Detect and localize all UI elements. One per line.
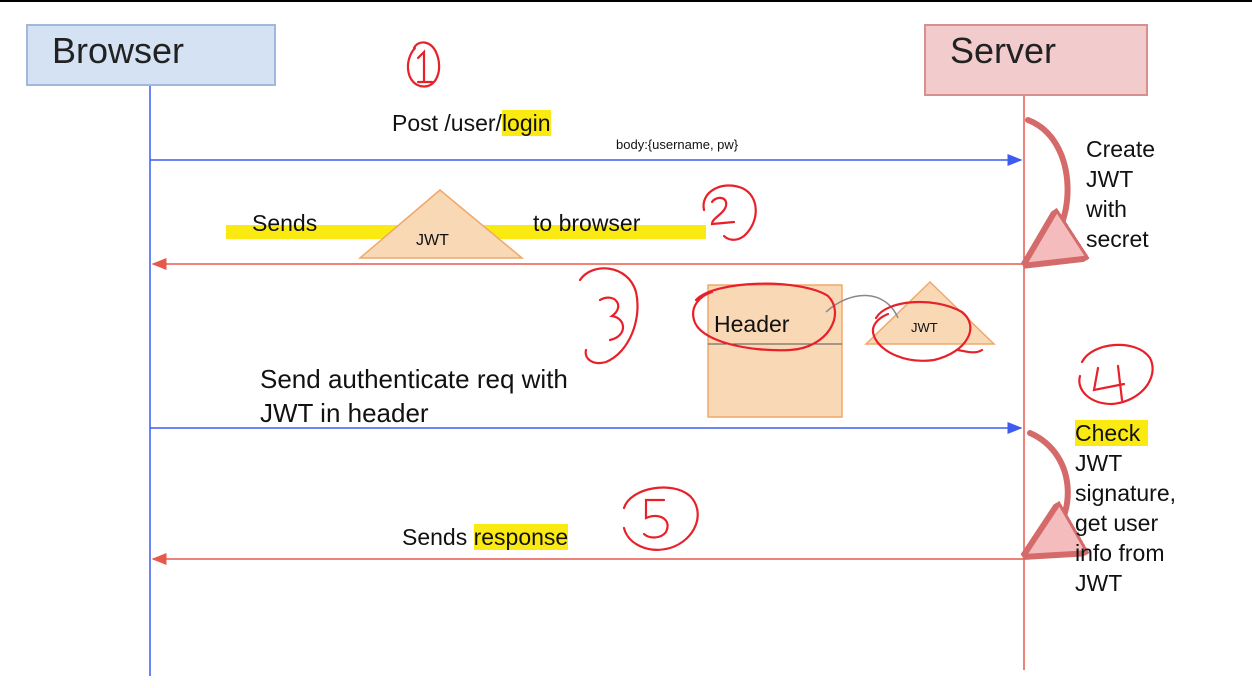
- check-jwt-line: signature,: [1075, 480, 1177, 506]
- create-jwt-curve: [1028, 117, 1068, 256]
- step-1-marker: [406, 41, 441, 88]
- login-request-label: Post /user/login: [392, 110, 551, 137]
- check-jwt-note: Check JWT signature, get user info from …: [1075, 418, 1176, 598]
- check-jwt-line: info from: [1075, 540, 1165, 566]
- create-jwt-line: secret: [1086, 226, 1149, 252]
- check-jwt-line: JWT: [1075, 450, 1123, 476]
- auth-request-line-2: JWT in header: [260, 398, 429, 428]
- check-jwt-line: get user: [1075, 510, 1159, 536]
- login-body-label: body:{username, pw}: [616, 137, 739, 152]
- create-jwt-note: Create JWT with secret: [1086, 134, 1155, 254]
- jwt-token-triangle: [357, 189, 525, 259]
- sends-left-label: Sends: [252, 210, 318, 236]
- header-box: [707, 284, 843, 418]
- check-jwt-line: JWT: [1075, 570, 1123, 596]
- login-highlight: login: [501, 110, 551, 136]
- step-3-header-circle: [692, 282, 837, 352]
- top-border: [0, 0, 1252, 2]
- create-jwt-line: Create: [1086, 136, 1156, 162]
- server-participant: Server: [924, 24, 1148, 96]
- step-5-marker: [622, 486, 699, 551]
- response-highlight: response: [473, 524, 569, 550]
- check-jwt-curve: [1030, 430, 1068, 548]
- check-highlight: Check: [1075, 420, 1149, 446]
- auth-request-line-1: Send authenticate req with: [260, 364, 568, 394]
- step-3-marker: [578, 267, 639, 365]
- header-jwt-label: JWT: [911, 320, 938, 335]
- create-jwt-line: with: [1086, 196, 1127, 222]
- response-label: Sends response: [402, 524, 569, 551]
- create-jwt-line: JWT: [1086, 166, 1134, 192]
- browser-participant: Browser: [26, 24, 276, 86]
- step-4-marker: [1078, 343, 1154, 406]
- step-3-jwt-circle: [871, 300, 984, 362]
- server-label: Server: [950, 30, 1057, 71]
- jwt-token-label: JWT: [416, 232, 449, 249]
- header-label: Header: [714, 311, 790, 337]
- step-2-marker: [702, 184, 757, 241]
- browser-label: Browser: [52, 30, 185, 71]
- sends-right-label: to browser: [533, 210, 641, 236]
- response-prefix: Sends: [402, 524, 474, 550]
- login-request-prefix: Post /user/: [392, 110, 502, 136]
